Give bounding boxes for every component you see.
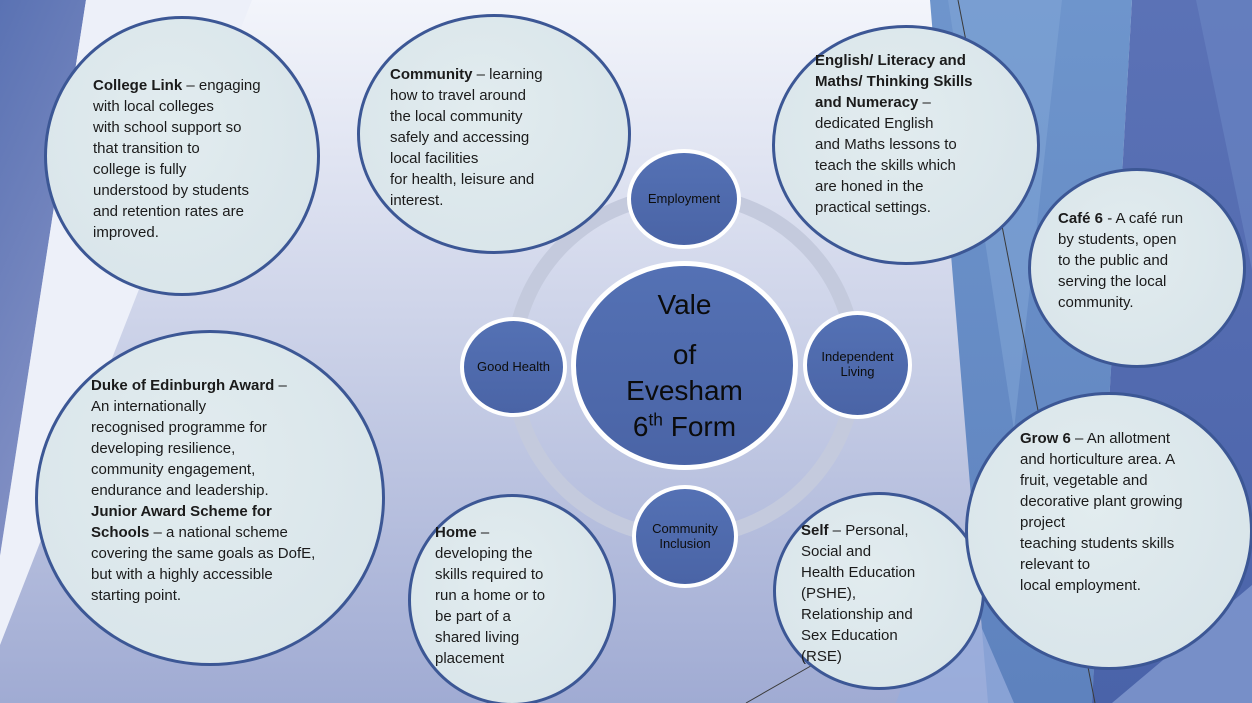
callout-duke-of-edinburgh: Duke of Edinburgh Award – An internation… [35,330,385,666]
center-line-3: Evesham [626,374,743,406]
center-node-vale-of-evesham: Vale of Evesham 6th Form [571,261,798,470]
spoke-label: Good Health [477,358,550,374]
callout-text: Grow 6 – An allotment and horticulture a… [1020,430,1183,594]
spoke-community-inclusion: Community Inclusion [632,485,738,588]
callout-english-maths: English/ Literacy and Maths/ Thinking Sk… [772,25,1040,265]
spoke-independent-living: Independent Living [803,311,912,419]
callout-community: Community – learning how to travel aroun… [357,14,631,254]
callout-text: Duke of Edinburgh Award – An internation… [91,377,316,604]
callout-self: Self – Personal, Social and Health Educa… [773,492,985,690]
callout-text: English/ Literacy and Maths/ Thinking Sk… [815,52,973,216]
spoke-label: Employment [647,190,721,206]
spoke-label: Community Inclusion [652,520,718,551]
callout-text: Home – developing the skills required to… [435,524,546,667]
center-line-4: 6th Form [632,409,737,442]
leader-line-self [745,662,817,703]
spoke-label: Independent Living [821,349,894,379]
ordinal-superscript: th [648,409,663,430]
center-line-2: of [672,338,697,370]
center-line-1: Vale [657,288,712,320]
callout-cafe-6: Café 6 - A café run by students, open to… [1028,168,1246,368]
top-right-accent [1196,0,1252,270]
callout-college-link: College Link – engaging with local colle… [44,16,320,296]
callout-grow-6: Grow 6 – An allotment and horticulture a… [965,392,1252,670]
callout-text: Café 6 - A café run by students, open to… [1058,210,1184,311]
callout-text: Self – Personal, Social and Health Educa… [801,522,916,665]
spoke-good-health: Good Health [460,317,567,417]
center-node-text: Vale of Evesham 6th Form [626,287,743,445]
callout-text: College Link – engaging with local colle… [93,77,261,241]
callout-home: Home – developing the skills required to… [408,494,616,703]
spoke-employment: Employment [627,149,741,249]
callout-text: Community – learning how to travel aroun… [390,66,543,209]
